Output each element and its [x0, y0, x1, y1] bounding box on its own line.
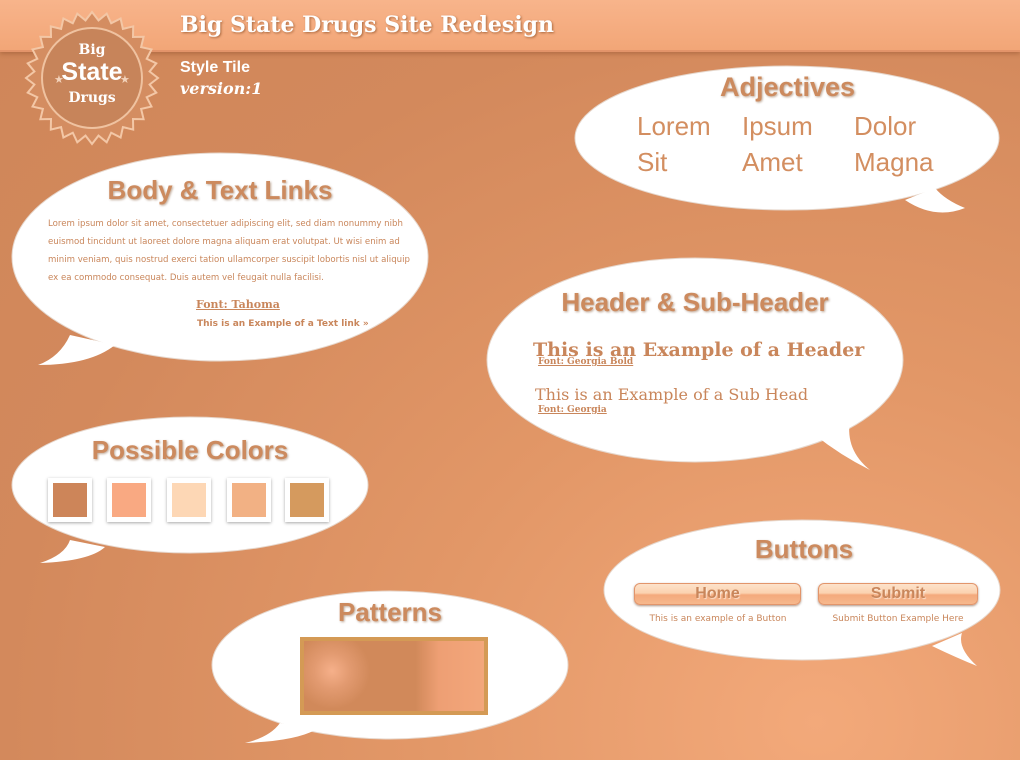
speech-bubble-body: [11, 152, 429, 365]
adjectives-title: Adjectives: [719, 72, 856, 102]
colors-bubble: Possible Colors: [10, 415, 370, 565]
subhead-example: This is an Example of a Sub Head: [535, 385, 809, 404]
star-right-icon: ★: [120, 73, 130, 86]
logo-text-big: Big: [78, 42, 106, 58]
version-label: version:1: [180, 79, 263, 98]
speech-bubble-headers: [486, 257, 904, 470]
headers-title: Header & Sub-Header: [561, 287, 829, 317]
adjective-word: Magna: [854, 147, 934, 177]
logo-text-state: State: [61, 58, 123, 86]
patterns-bubble: Patterns: [210, 585, 570, 745]
seal-inner-ring: [41, 27, 143, 129]
speech-bubble-adjectives: [574, 65, 1000, 213]
submit-button[interactable]: Submit: [818, 583, 978, 605]
logo-text-drugs: Drugs: [68, 90, 116, 106]
home-button[interactable]: Home: [634, 583, 801, 605]
header-subheader-bubble: Header & Sub-Header This is an Example o…: [485, 255, 905, 475]
patterns-title: Patterns: [337, 597, 443, 627]
adjectives-bubble: Adjectives Lorem Ipsum Dolor Sit Amet Ma…: [574, 60, 1000, 215]
adjective-word: Amet: [742, 147, 803, 177]
top-banner: [0, 0, 1020, 52]
body-paragraph: Lorem ipsum dolor sit amet, consectetuer…: [48, 219, 410, 283]
adjective-word: Dolor: [854, 111, 917, 141]
star-left-icon: ★: [54, 73, 64, 86]
speech-bubble-buttons: [603, 519, 1001, 666]
style-tile-label: Style Tile: [180, 59, 250, 76]
subhead-font-label: Font: Georgia: [538, 405, 607, 415]
submit-button-caption: Submit Button Example Here: [832, 614, 964, 624]
adjective-word: Lorem: [637, 111, 711, 141]
page-title: Big State Drugs Site Redesign: [180, 12, 555, 38]
header-font-label: Font: Georgia Bold: [538, 357, 634, 367]
body-font-label: Font: Tahoma: [196, 298, 280, 311]
color-swatch: [167, 478, 211, 522]
home-button-caption: This is an example of a Button: [649, 614, 787, 624]
color-swatch: [107, 478, 151, 522]
color-swatch: [227, 478, 271, 522]
body-text-bubble: Body & Text Links Lorem ipsum dolor sit …: [10, 145, 430, 370]
big-state-drugs-logo: ★ ★ Big State Drugs: [22, 8, 162, 148]
buttons-bubble: Buttons Home Submit This is an example o…: [602, 518, 1006, 670]
header-example: This is an Example of a Header: [533, 339, 865, 361]
adjective-word: Ipsum: [742, 111, 813, 141]
buttons-title: Buttons: [754, 534, 854, 564]
text-link-example[interactable]: This is an Example of a Text link »: [197, 319, 369, 329]
adjective-word: Sit: [637, 147, 668, 177]
body-text-title: Body & Text Links: [107, 175, 333, 205]
pattern-sample: [300, 637, 488, 715]
color-swatch: [285, 478, 329, 522]
seal-icon: ★ ★: [24, 10, 160, 146]
colors-title: Possible Colors: [91, 435, 289, 465]
color-swatch: [48, 478, 92, 522]
